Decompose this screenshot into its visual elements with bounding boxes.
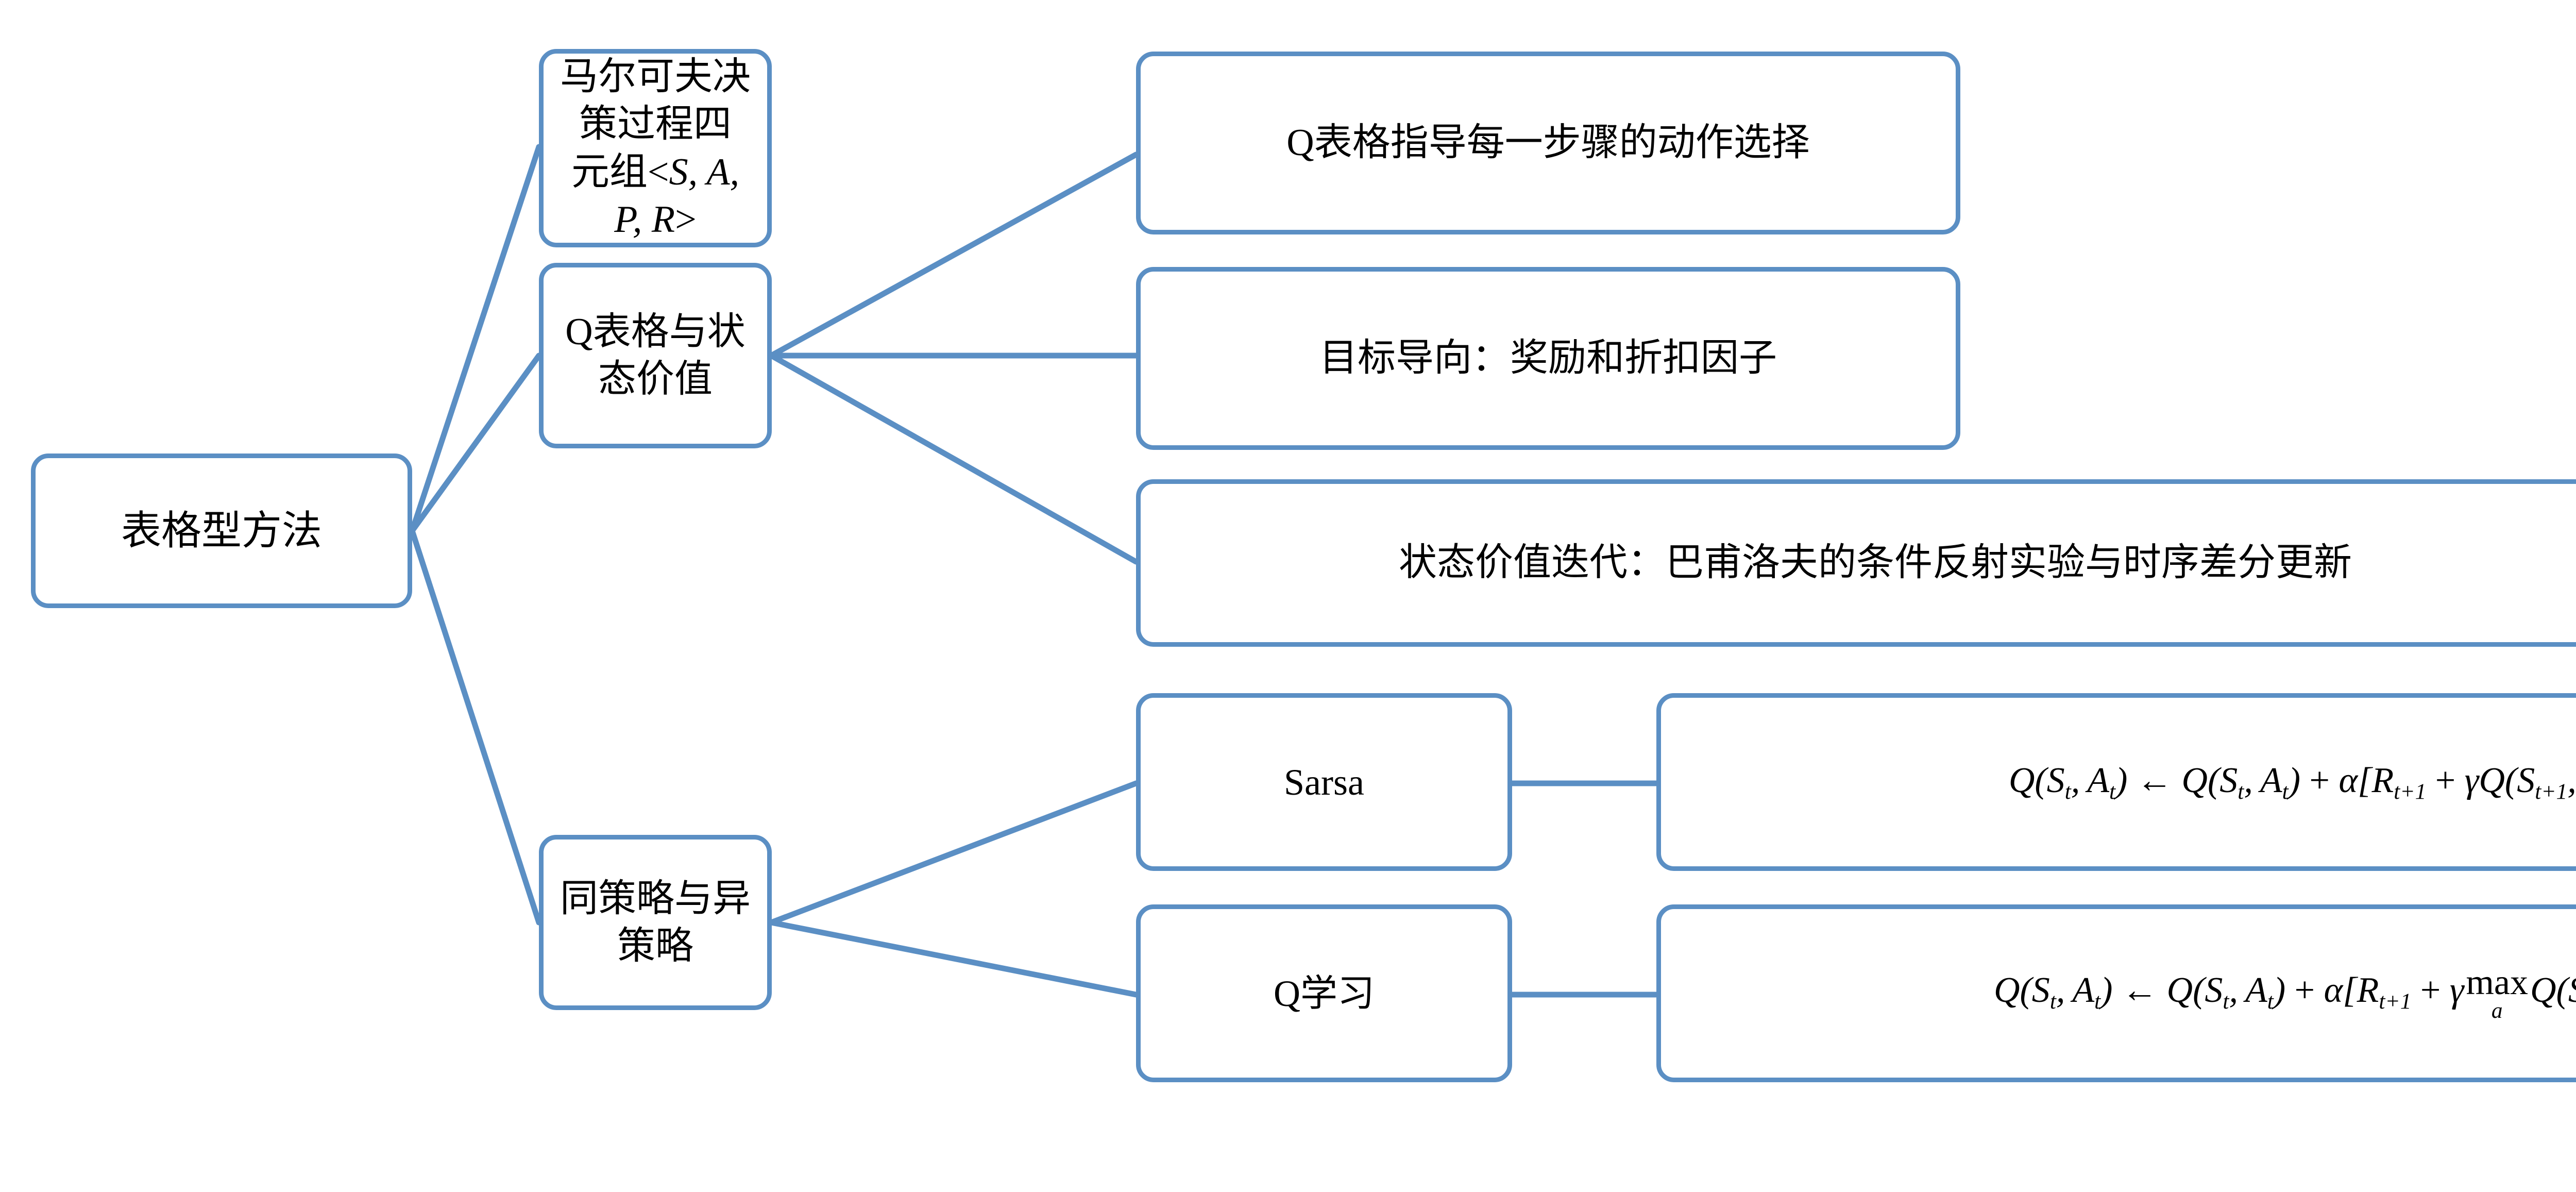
node-q-learning-label: Q学习 bbox=[1274, 972, 1375, 1014]
node-mdp[interactable]: 马尔可夫决策过程四 元组<S, A, P, R> bbox=[539, 49, 772, 247]
node-mdp-line2-math: S, A, P, R bbox=[614, 150, 740, 241]
node-mdp-line2-prefix: 元组< bbox=[571, 150, 669, 193]
sarsa-formula-expression: Q(St, At) ← Q(St, At) + α[Rt+1 + γQ(St+1… bbox=[2008, 761, 2576, 804]
edge-root-to-onoffpolicy bbox=[409, 528, 542, 926]
node-q-table-action-label: Q表格指导每一步骤的动作选择 bbox=[1286, 122, 1810, 164]
node-q-table-action[interactable]: Q表格指导每一步骤的动作选择 bbox=[1136, 52, 1960, 234]
node-on-off-policy-label: 同策略与异策略 bbox=[560, 877, 751, 968]
node-root[interactable]: 表格型方法 bbox=[31, 454, 412, 608]
node-value-iteration[interactable]: 状态价值迭代：巴甫洛夫的条件反射实验与时序差分更新 bbox=[1136, 479, 2576, 647]
node-on-off-policy[interactable]: 同策略与异策略 bbox=[539, 835, 772, 1010]
node-q-table-label: Q表格与状态价值 bbox=[565, 310, 745, 401]
node-mdp-line2-suffix: > bbox=[675, 198, 697, 241]
edge-policy-to-sarsa bbox=[768, 780, 1139, 926]
edge-policy-to-qlearning bbox=[768, 919, 1139, 998]
edge-root-to-qtable bbox=[409, 352, 542, 534]
node-goal-reward[interactable]: 目标导向：奖励和折扣因子 bbox=[1136, 267, 1960, 450]
node-value-iteration-label: 状态价值迭代：巴甫洛夫的条件反射实验与时序差分更新 bbox=[1399, 542, 2352, 584]
edge-qtable-to-action bbox=[768, 152, 1139, 359]
edge-qtable-to-valueiter bbox=[768, 352, 1139, 565]
node-mdp-line1: 马尔可夫决策过程四 bbox=[560, 55, 751, 146]
node-q-learning[interactable]: Q学习 bbox=[1136, 904, 1512, 1082]
node-sarsa-label: Sarsa bbox=[1284, 761, 1364, 803]
node-goal-reward-label: 目标导向：奖励和折扣因子 bbox=[1319, 337, 1777, 380]
node-mdp-label: 马尔可夫决策过程四 元组<S, A, P, R> bbox=[544, 53, 767, 244]
node-q-table[interactable]: Q表格与状态价值 bbox=[539, 263, 772, 448]
edge-root-to-mdp bbox=[409, 144, 542, 534]
node-sarsa[interactable]: Sarsa bbox=[1136, 693, 1512, 871]
node-root-label: 表格型方法 bbox=[121, 508, 322, 553]
node-sarsa-formula[interactable]: Q(St, At) ← Q(St, At) + α[Rt+1 + γQ(St+1… bbox=[1656, 693, 2576, 871]
